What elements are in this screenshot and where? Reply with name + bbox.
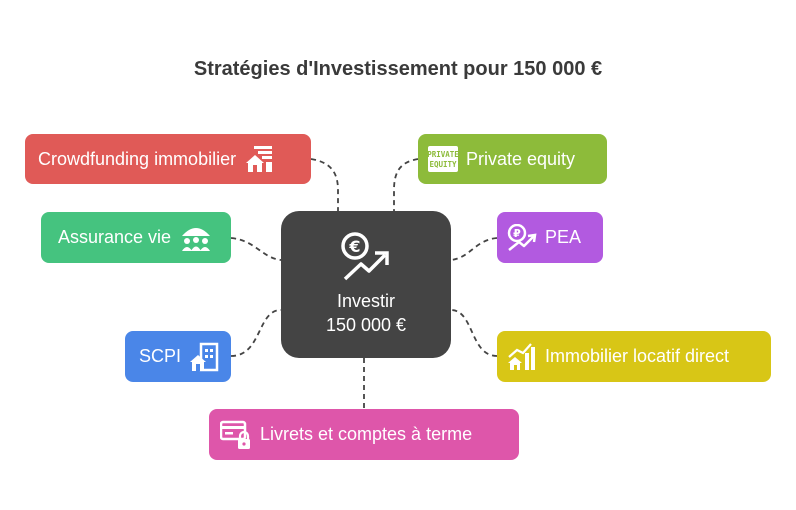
center-line2: 150 000 € — [325, 315, 407, 335]
node-private-equity: PRIVATE EQUITY Private equity — [418, 134, 607, 184]
euro-growth-icon: € — [339, 231, 391, 288]
node-scpi: SCPI — [125, 331, 231, 382]
chart-house-icon — [507, 342, 537, 371]
private-equity-icon-text2: EQUITY — [429, 160, 457, 169]
node-livrets-label: Livrets et comptes à terme — [260, 424, 473, 444]
node-crowdfunding-label: Crowdfunding immobilier — [38, 148, 237, 169]
node-pea-label: PEA — [545, 227, 582, 247]
node-crowdfunding: Crowdfunding immobilier — [25, 134, 311, 184]
node-pea: ₽ PEA — [497, 212, 603, 263]
svg-text:€: € — [348, 237, 360, 256]
node-assurance-vie-label: Assurance vie — [58, 227, 172, 247]
connector-scpi — [230, 309, 282, 357]
center-line1: Investir — [336, 291, 396, 311]
private-equity-icon: PRIVATE EQUITY — [428, 146, 458, 172]
private-equity-icon-text1: PRIVATE — [428, 150, 458, 159]
house-list-icon — [244, 145, 274, 173]
node-livrets: Livrets et comptes à terme — [209, 409, 519, 460]
center-node: € Investir 150 000 € — [281, 211, 451, 358]
coin-chart-icon: ₽ — [507, 223, 537, 252]
building-house-icon — [189, 342, 219, 372]
diagram-title: Stratégies d'Investissement pour 150 000… — [193, 58, 603, 80]
connector-private-equity — [393, 158, 419, 211]
svg-text:₽: ₽ — [513, 227, 521, 240]
umbrella-family-icon — [180, 224, 212, 252]
connector-crowdfunding — [310, 158, 339, 211]
connector-immobilier — [450, 309, 498, 357]
node-private-equity-label: Private equity — [466, 148, 576, 169]
connector-assurance-vie — [230, 237, 282, 261]
node-assurance-vie: Assurance vie — [41, 212, 231, 263]
card-lock-icon — [220, 420, 252, 450]
node-immobilier-locatif-label: Immobilier locatif direct — [545, 346, 730, 366]
connector-pea — [450, 237, 498, 261]
node-scpi-label: SCPI — [139, 346, 182, 366]
node-immobilier-locatif: Immobilier locatif direct — [497, 331, 771, 382]
